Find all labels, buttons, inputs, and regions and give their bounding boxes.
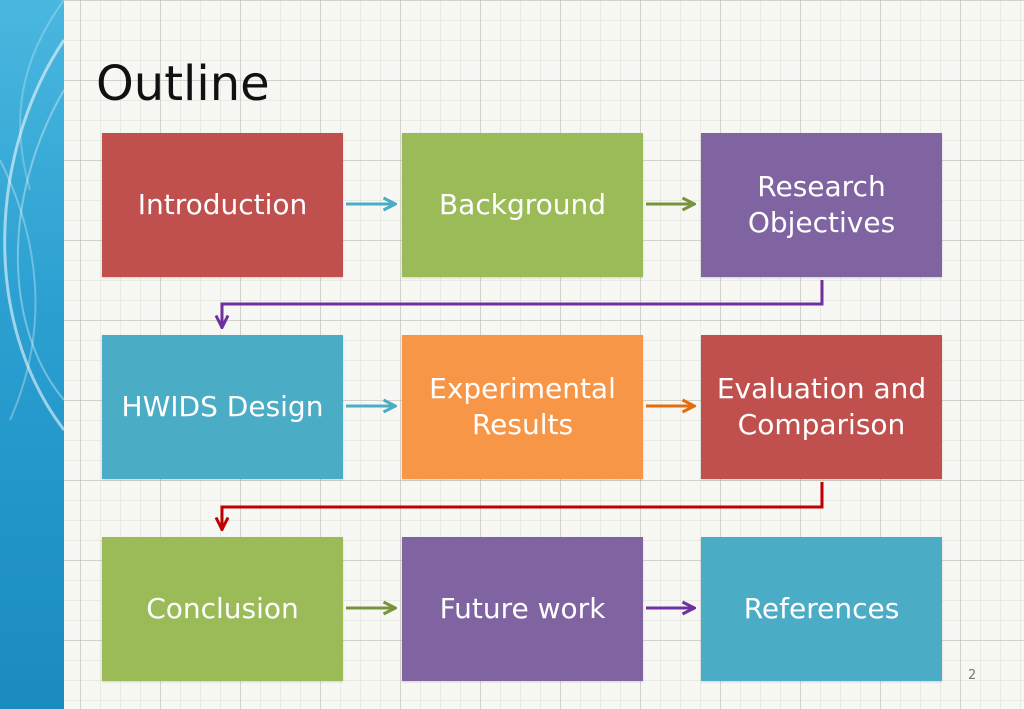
page-number: 2	[968, 668, 977, 683]
step-future-work: Future work	[402, 537, 643, 681]
step-experimental-results: Experimental Results	[402, 335, 643, 479]
connector-research-objectives-to-hwids-design	[222, 280, 824, 326]
step-evaluation-comparison: Evaluation and Comparison	[701, 335, 942, 479]
slide-title: Outline	[96, 56, 270, 112]
connector-evaluation-to-conclusion	[222, 482, 824, 528]
swirl-decoration	[0, 0, 64, 431]
step-conclusion: Conclusion	[102, 537, 343, 681]
decorative-side-band	[0, 0, 64, 709]
step-references: References	[701, 537, 942, 681]
step-introduction: Introduction	[102, 133, 343, 277]
step-hwids-design: HWIDS Design	[102, 335, 343, 479]
step-research-objectives: Research Objectives	[701, 133, 942, 277]
step-background: Background	[402, 133, 643, 277]
